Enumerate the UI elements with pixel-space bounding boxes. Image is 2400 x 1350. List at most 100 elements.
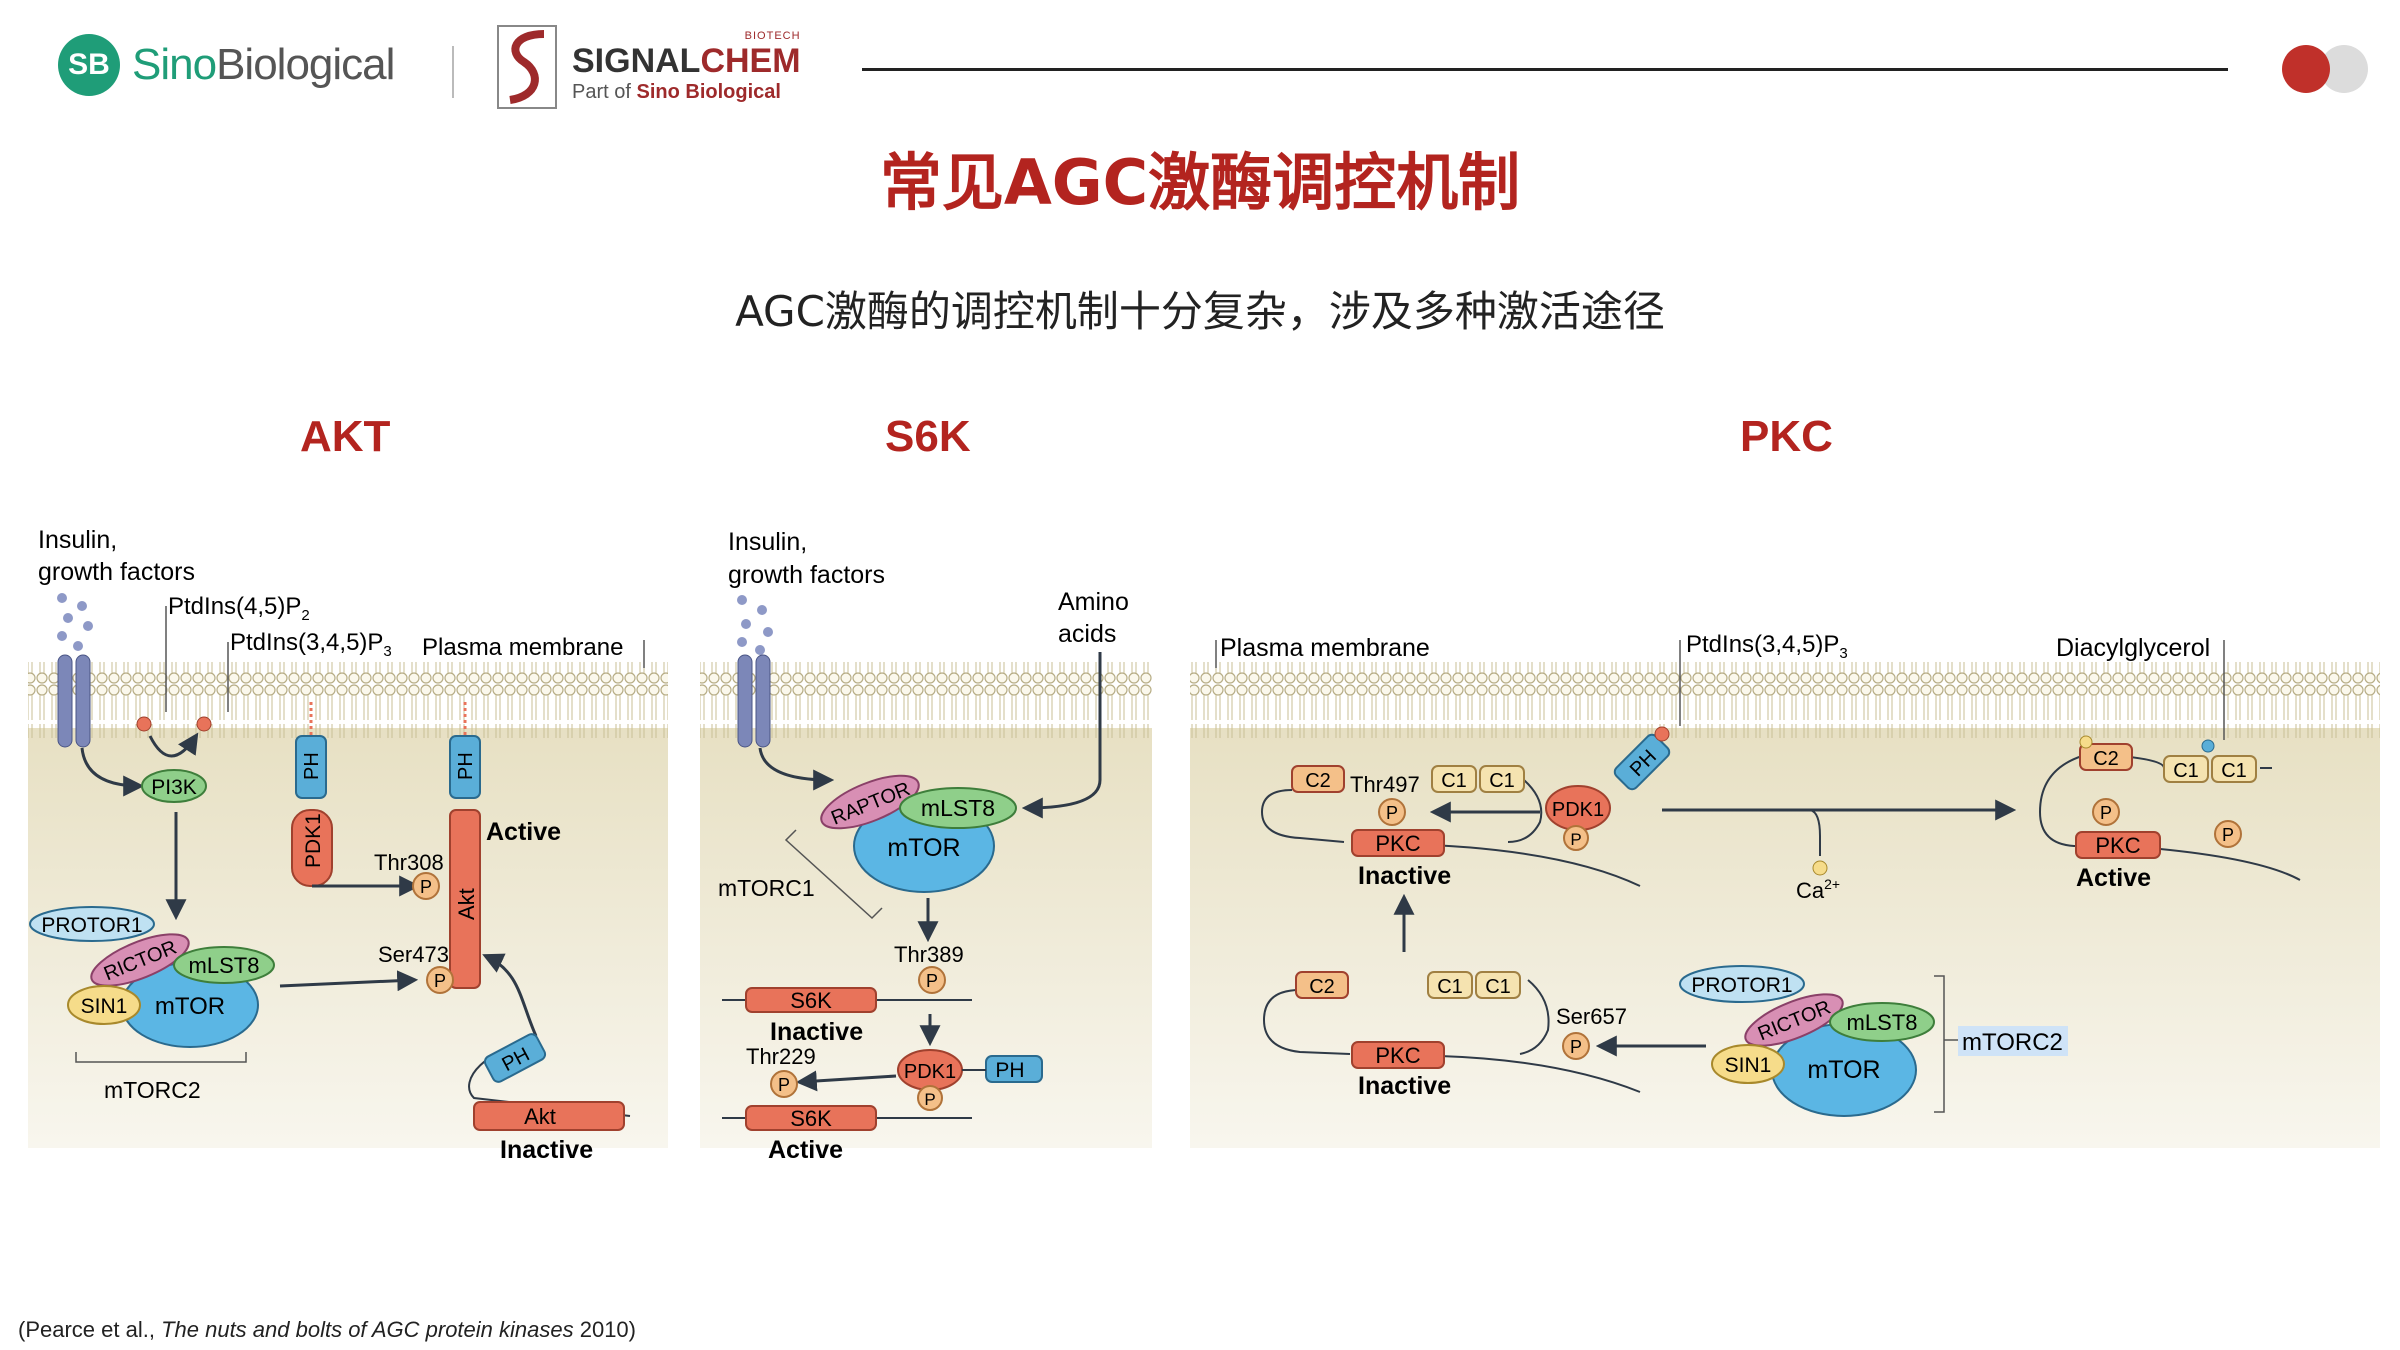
pkc-dag-lipid-icon bbox=[2201, 739, 2215, 753]
akt-active-label: Active bbox=[486, 818, 561, 846]
svg-text:PROTOR1: PROTOR1 bbox=[41, 914, 142, 937]
svg-text:C2: C2 bbox=[1309, 976, 1335, 998]
pkc-kinase-inactive-top bbox=[1351, 829, 1445, 857]
s6k-thr229-label: Thr229 bbox=[746, 1044, 816, 1069]
sino-biological-logo: SB SinoBiological bbox=[58, 34, 395, 96]
akt-kinase-active bbox=[449, 809, 481, 989]
svg-text:C1: C1 bbox=[1441, 770, 1467, 792]
akt-pip3-label: PtdIns(3,4,5)P3 bbox=[230, 629, 392, 660]
akt-sin1 bbox=[67, 985, 141, 1025]
svg-text:C1: C1 bbox=[1485, 976, 1511, 998]
signalchem-s-icon bbox=[497, 25, 557, 109]
svg-text:mTOR: mTOR bbox=[155, 993, 225, 1020]
akt-ph-inactive bbox=[483, 1033, 547, 1083]
akt-pip3-lipid-icon bbox=[196, 716, 212, 732]
pkc-kinase-active bbox=[2075, 831, 2161, 859]
sino-wordmark: SinoBiological bbox=[132, 40, 395, 89]
s6k-inactive-label: Inactive bbox=[770, 1018, 863, 1046]
pkc-calcium-label: Ca2+ bbox=[1796, 876, 1840, 903]
pkc-thr497-label: Thr497 bbox=[1350, 772, 1420, 797]
pkc-mlst8 bbox=[1829, 1002, 1935, 1042]
logo-divider bbox=[452, 46, 454, 98]
pkc-c2-bottom bbox=[1295, 971, 1349, 999]
signalchem-biotech: BIOTECH bbox=[744, 30, 801, 42]
signalchem-name: SIGNALCHEM bbox=[572, 42, 801, 80]
pkc-p-ser657-icon bbox=[1562, 1032, 1590, 1060]
s6k-kinase-inactive bbox=[745, 987, 877, 1013]
svg-text:P: P bbox=[778, 1075, 790, 1095]
s6k-membrane bbox=[700, 662, 1152, 738]
s6k-amino-label-a: Amino bbox=[1058, 588, 1129, 616]
svg-text:P: P bbox=[926, 971, 938, 991]
svg-text:PH: PH bbox=[301, 752, 323, 780]
citation: (Pearce et al., The nuts and bolts of AG… bbox=[18, 1317, 636, 1342]
akt-membrane bbox=[28, 662, 668, 738]
pkc-membrane bbox=[1190, 662, 2380, 738]
svg-text:PKC: PKC bbox=[1375, 1043, 1420, 1068]
akt-p-ser473-icon bbox=[426, 966, 454, 994]
pkc-membrane-label: Plasma membrane bbox=[1220, 634, 1430, 662]
akt-membrane-label: Plasma membrane bbox=[422, 634, 623, 661]
akt-kinase-inactive bbox=[473, 1101, 625, 1131]
pkc-pdk1-p-icon bbox=[1563, 825, 1589, 851]
s6k-p-thr229-icon bbox=[770, 1070, 798, 1098]
svg-text:C2: C2 bbox=[1305, 770, 1331, 792]
svg-text:PDK1: PDK1 bbox=[1552, 799, 1604, 821]
svg-text:PKC: PKC bbox=[2095, 833, 2140, 858]
svg-text:C1: C1 bbox=[2221, 760, 2247, 782]
akt-insulin-label-a: Insulin, bbox=[38, 526, 117, 554]
pkc-c1a-bottom bbox=[1427, 971, 1473, 999]
akt-protor1 bbox=[29, 906, 155, 942]
pkc-c1a-active bbox=[2163, 755, 2209, 783]
akt-pi3k-label: PI3K bbox=[151, 776, 197, 799]
akt-inactive-label: Inactive bbox=[500, 1136, 593, 1164]
s6k-insulin-label-b: growth factors bbox=[728, 561, 885, 589]
svg-text:PH: PH bbox=[995, 1059, 1024, 1082]
header-rule bbox=[862, 68, 2228, 71]
akt-pip2-lipid-icon bbox=[136, 716, 152, 732]
s6k-insulin-dots-icon bbox=[737, 595, 773, 655]
s6k-active-label: Active bbox=[768, 1136, 843, 1164]
svg-text:S6K: S6K bbox=[790, 988, 832, 1013]
svg-text:PH: PH bbox=[455, 752, 477, 780]
akt-insulin-label-b: growth factors bbox=[38, 558, 195, 586]
pkc-sin1 bbox=[1711, 1044, 1785, 1084]
akt-cytoplasm bbox=[28, 728, 668, 1148]
pkc-c1b-active bbox=[2211, 755, 2257, 783]
s6k-mlst8 bbox=[899, 787, 1017, 829]
s6k-panel: Insulin, growth factors Amino acids mTOR… bbox=[700, 528, 1152, 1164]
decorative-dots bbox=[2282, 45, 2368, 93]
svg-text:PKC: PKC bbox=[1375, 831, 1420, 856]
pkc-rictor bbox=[1744, 993, 1844, 1047]
svg-text:S6K: S6K bbox=[790, 1106, 832, 1131]
signalchem-logo: BIOTECH SIGNALCHEM Part of Sino Biologic… bbox=[494, 22, 801, 112]
pkc-pip3-label: PtdIns(3,4,5)P3 bbox=[1686, 631, 1848, 662]
s6k-mtorc1-label: mTORC1 bbox=[718, 875, 815, 901]
svg-text:C1: C1 bbox=[1489, 770, 1515, 792]
svg-text:P: P bbox=[924, 1090, 935, 1109]
pkc-ser657-label: Ser657 bbox=[1556, 1004, 1627, 1029]
pkc-p-active-icon-a bbox=[2092, 798, 2120, 826]
akt-ph-active bbox=[449, 735, 481, 799]
svg-text:PDK1: PDK1 bbox=[904, 1061, 956, 1083]
pkc-inactive-label-bottom: Inactive bbox=[1358, 1072, 1451, 1100]
svg-text:PDK1: PDK1 bbox=[302, 813, 325, 868]
svg-text:P: P bbox=[2222, 825, 2234, 845]
akt-ser473-label: Ser473 bbox=[378, 942, 449, 967]
pkc-pip3-lipid-icon bbox=[1654, 726, 1670, 742]
svg-text:P: P bbox=[1570, 1037, 1582, 1057]
pkc-mtorc2-label: mTORC2 bbox=[1962, 1029, 2063, 1056]
svg-text:P: P bbox=[1570, 830, 1581, 849]
pkc-dag-label: Diacylglycerol bbox=[2056, 634, 2210, 662]
s6k-insulin-label-a: Insulin, bbox=[728, 528, 807, 556]
pkc-calcium-icon bbox=[1812, 860, 1828, 876]
s6k-raptor bbox=[820, 774, 920, 830]
s6k-amino-label-b: acids bbox=[1058, 620, 1116, 648]
section-s6k: S6K bbox=[885, 412, 971, 461]
akt-rictor bbox=[90, 933, 190, 987]
svg-text:P: P bbox=[420, 877, 432, 897]
s6k-receptor-icon bbox=[737, 654, 771, 748]
pkc-c1b-top bbox=[1479, 765, 1525, 793]
svg-text:SIN1: SIN1 bbox=[81, 995, 128, 1018]
